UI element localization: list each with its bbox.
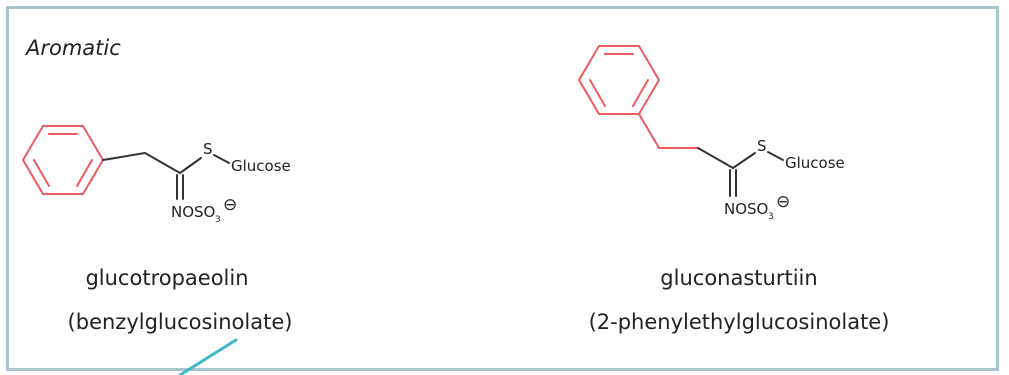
bond-s-glucose-2 — [767, 151, 784, 161]
negative-charge-2: ⊖ — [776, 192, 790, 212]
bond-ch2-c-2 — [697, 147, 734, 169]
compound-iupac-glucotropaeolin: (benzylglucosinolate) — [67, 310, 293, 334]
glucotropaeolin-structure: S Glucose NOSO 3 ⊖ — [22, 125, 291, 225]
bond-ch2-c-1 — [144, 152, 181, 174]
aromatic-glucosinolates-panel — [6, 6, 999, 371]
bond-s-glucose-1 — [213, 154, 230, 164]
benzene-ring-2-inner-bonds — [589, 53, 649, 107]
category-label: Aromatic — [26, 36, 121, 60]
bond-c-s-1 — [179, 157, 202, 174]
bond-ring-ch2-1 — [102, 152, 146, 161]
sulfur-atom-2: S — [757, 137, 767, 155]
compound-name-gluconasturtiin: gluconasturtiin — [660, 266, 818, 290]
sulfate-subscript-2: 3 — [768, 212, 774, 222]
benzene-ring-1-inner-bonds — [33, 133, 93, 187]
glucose-group-1: Glucose — [231, 157, 291, 175]
pointer-line — [178, 338, 238, 375]
compound-iupac-gluconasturtiin: (2-phenylethylglucosinolate) — [588, 310, 890, 334]
sulfate-group-1: NOSO — [171, 203, 215, 221]
sulfur-atom-1: S — [203, 140, 213, 158]
glucose-group-2: Glucose — [785, 154, 845, 172]
gluconasturtiin-structure: S Glucose NOSO 3 ⊖ — [578, 45, 845, 222]
compound-name-glucotropaeolin: glucotropaeolin — [85, 266, 249, 290]
bond-ring-ch2-2 — [638, 113, 660, 149]
benzene-ring-1 — [22, 125, 104, 195]
negative-charge-1: ⊖ — [223, 195, 237, 215]
bond-c-s-2 — [732, 152, 756, 169]
sulfate-group-2: NOSO — [724, 200, 768, 218]
sulfate-subscript-1: 3 — [215, 215, 221, 225]
